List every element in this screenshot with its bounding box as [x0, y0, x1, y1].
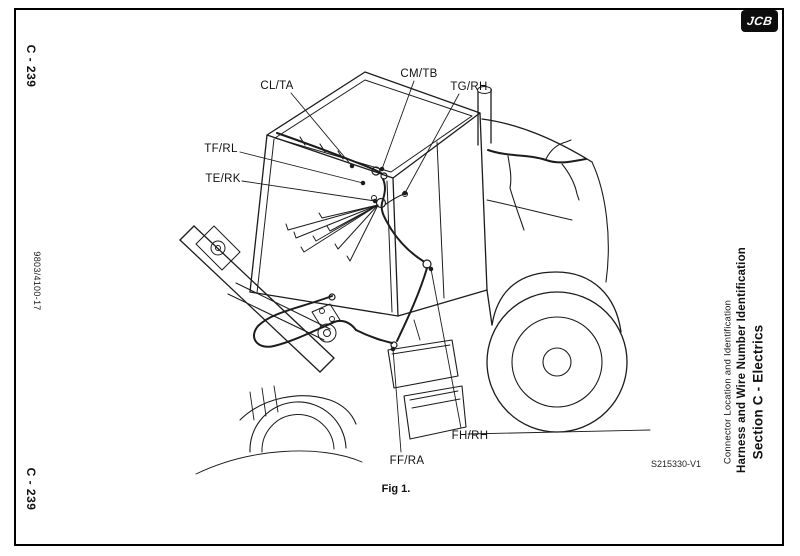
wiring-harness — [253, 132, 587, 349]
leader-lines — [239, 80, 462, 453]
jcb-logo: JCB — [741, 10, 778, 32]
connector-label-fh-rh: FH/RH — [451, 430, 489, 442]
connector-label-ff-ra: FF/RA — [389, 455, 425, 467]
front-right-wheel — [486, 291, 628, 433]
connector-label-tg-rh: TG/RH — [450, 81, 488, 93]
exhaust-stack — [477, 86, 492, 146]
cab-body — [249, 112, 488, 317]
cab-roof — [266, 71, 481, 179]
loader-boom — [179, 225, 341, 373]
connector-label-cm-tb: CM/TB — [400, 68, 438, 80]
connector-label-cl-ta: CL/TA — [260, 80, 294, 92]
connector-label-te-rk: TE/RK — [205, 173, 241, 185]
drawing-reference-number: S215330-V1 — [650, 459, 702, 469]
page-border-frame — [14, 8, 784, 546]
step-boxes — [387, 319, 467, 440]
figure-caption: Fig 1. — [381, 483, 411, 495]
front-left-wheel-and-fender — [195, 385, 363, 475]
connector-label-tf-rl: TF/RL — [204, 143, 238, 155]
